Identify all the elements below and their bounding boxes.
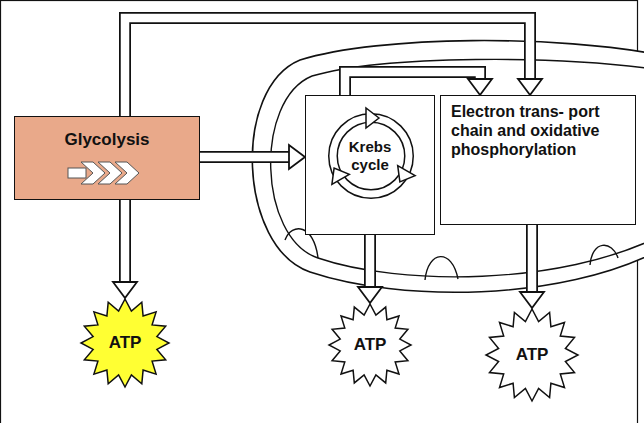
chevron-tail bbox=[68, 168, 86, 178]
arrow-shaft-outline bbox=[119, 200, 131, 284]
starburst-outline bbox=[486, 309, 578, 401]
atp-label: ATP bbox=[516, 345, 549, 365]
crista-fold bbox=[425, 257, 458, 280]
starburst-outline bbox=[81, 299, 169, 387]
cycle-box: Krebs cycle bbox=[305, 95, 435, 235]
arrow-shaft-fill bbox=[121, 200, 130, 284]
arrow-shaft-outline bbox=[200, 151, 291, 163]
arrowhead bbox=[468, 79, 492, 95]
atp-label: ATP bbox=[109, 333, 142, 353]
crista-fold bbox=[590, 245, 618, 265]
cycle-arrowhead bbox=[366, 108, 379, 128]
chevron-head bbox=[115, 162, 139, 184]
flow-arrow bbox=[113, 200, 137, 298]
process-box: Glycolysis bbox=[14, 116, 200, 200]
atp-starburst: ATP bbox=[485, 308, 579, 402]
flow-arrow bbox=[358, 235, 382, 303]
inner-membrane bbox=[271, 59, 644, 276]
cycle-ring bbox=[333, 118, 409, 194]
flow-arrow bbox=[200, 145, 305, 169]
arrowhead bbox=[520, 292, 544, 308]
arrow-shaft-fill bbox=[528, 225, 537, 294]
process-label: Electron trans- port chain and oxidative… bbox=[451, 102, 627, 160]
arrowhead bbox=[358, 287, 382, 303]
flow-arrow bbox=[345, 72, 492, 95]
outer-membrane bbox=[252, 41, 644, 293]
arrow-shaft-outline bbox=[364, 235, 376, 289]
arrow-shaft-fill bbox=[366, 235, 375, 289]
cycle-arrowhead bbox=[398, 166, 415, 182]
process-label: Glycolysis bbox=[64, 130, 149, 150]
atp-starburst: ATP bbox=[80, 298, 170, 388]
process-box: Electron trans- port chain and oxidative… bbox=[440, 95, 636, 225]
cycle-arrowhead bbox=[332, 168, 349, 184]
arrow-shaft-fill bbox=[345, 72, 480, 95]
arrowhead bbox=[289, 145, 305, 169]
arrowhead bbox=[113, 282, 137, 298]
arrow-shaft-outline bbox=[345, 72, 480, 95]
arrowhead bbox=[518, 79, 542, 95]
process-label: Krebs cycle bbox=[339, 138, 401, 174]
flow-arrow bbox=[520, 225, 544, 308]
arrow-shaft-outline bbox=[526, 225, 538, 294]
arrow-shaft-fill bbox=[200, 153, 291, 162]
cycle-ring bbox=[333, 118, 409, 194]
chevron-arrow-icon bbox=[67, 159, 147, 187]
atp-starburst: ATP bbox=[328, 303, 412, 387]
starburst-outline bbox=[329, 304, 411, 386]
atp-label: ATP bbox=[354, 335, 387, 355]
